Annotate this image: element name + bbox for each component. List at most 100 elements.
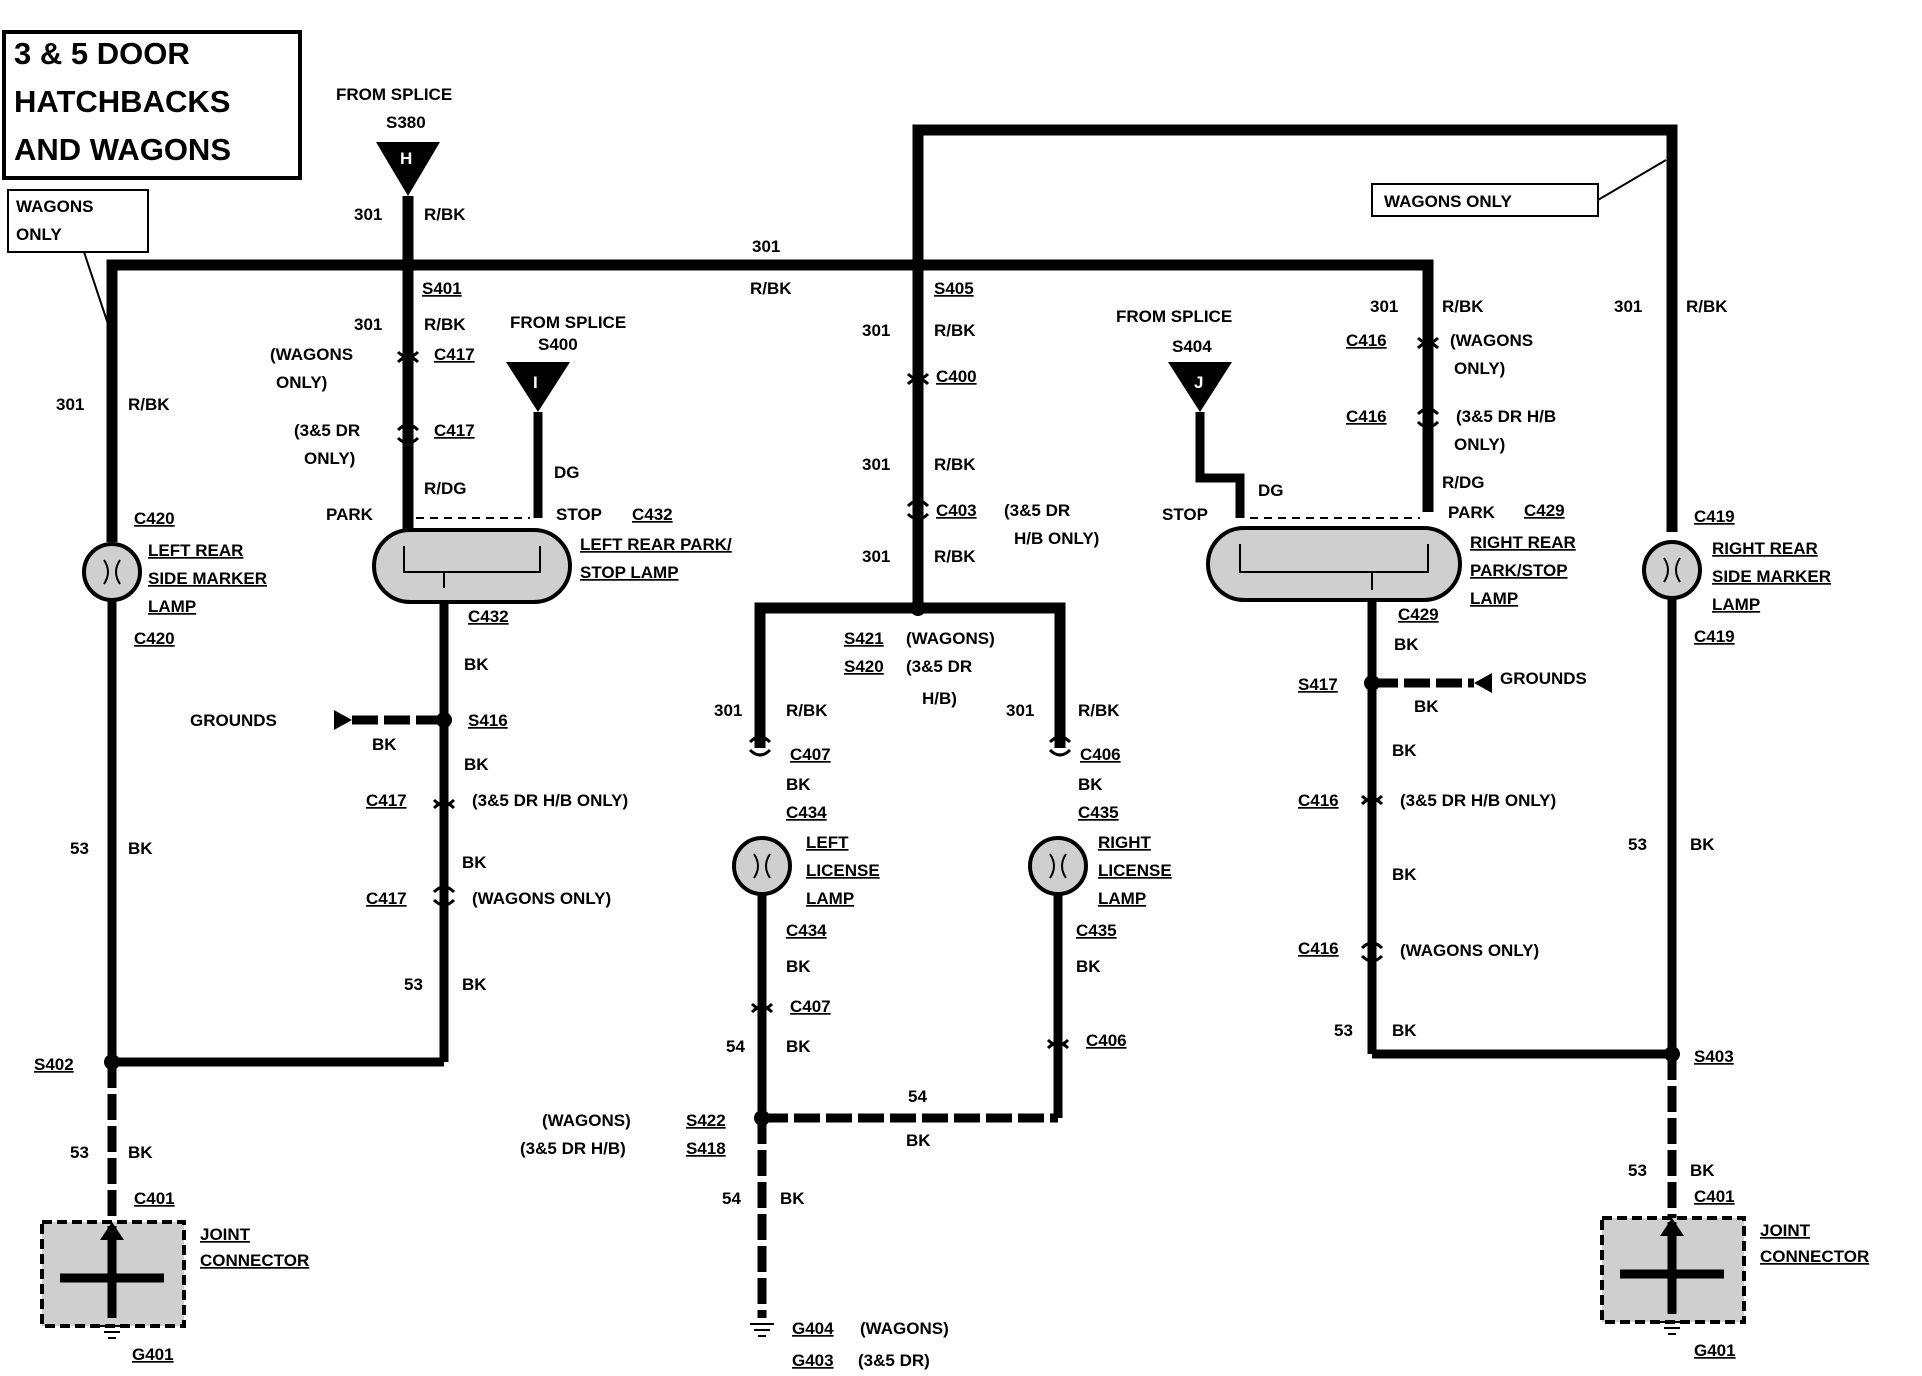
title-line-1: 3 & 5 DOOR <box>14 36 190 71</box>
right-side-marker-lamp: RIGHT REAR SIDE MARKER LAMP <box>1642 539 1831 614</box>
ground-label: G401 <box>132 1345 174 1364</box>
splice-label: S416 <box>468 711 508 730</box>
splice-letter: H <box>400 149 412 168</box>
color-label: R/BK <box>934 455 976 474</box>
joint-connector-label: CONNECTOR <box>200 1251 309 1270</box>
splice-dot-s416 <box>436 712 452 728</box>
splice-label: S422 <box>686 1111 726 1130</box>
circuit-label: 53 <box>1334 1021 1353 1040</box>
color-label: R/BK <box>424 205 466 224</box>
lamp-label: RIGHT <box>1098 833 1152 852</box>
title-line-3: AND WAGONS <box>14 132 231 167</box>
connector-label: C434 <box>786 803 827 822</box>
connector-label: C435 <box>1076 921 1117 940</box>
splice-dot-s417 <box>1364 675 1380 691</box>
pin-label: STOP <box>1162 505 1208 524</box>
connector-label: C435 <box>1078 803 1119 822</box>
pin-label: STOP <box>556 505 602 524</box>
splice-s400: FROM SPLICE S400 I <box>506 313 626 518</box>
splice-letter: J <box>1194 373 1203 392</box>
connector-label: C419 <box>1694 627 1735 646</box>
connector-label: C432 <box>468 607 509 626</box>
harness-301 <box>106 124 1678 748</box>
connector-label: C401 <box>134 1189 175 1208</box>
connector-label: C416 <box>1298 791 1339 810</box>
circuit-label: 301 <box>752 237 780 256</box>
lamp-label: LAMP <box>1712 595 1760 614</box>
note-wagons-only-left: WAGONS ONLY <box>7 189 149 331</box>
splice-id: S380 <box>386 113 426 132</box>
circuit-label: 53 <box>70 1143 89 1162</box>
circuit-label: 54 <box>726 1037 745 1056</box>
connector-label: C400 <box>936 367 977 386</box>
circuit-label: 301 <box>354 205 382 224</box>
qualifier-label: (WAGONS ONLY) <box>472 889 611 908</box>
qualifier-label: (3&5 DR) <box>858 1351 930 1370</box>
connector-label: C416 <box>1298 939 1339 958</box>
lamp-label: RIGHT REAR <box>1712 539 1818 558</box>
connector-label: C432 <box>632 505 673 524</box>
lamp-label: LAMP <box>806 889 854 908</box>
circuit-label: 301 <box>862 321 890 340</box>
color-label: BK <box>786 775 811 794</box>
connector-label: C417 <box>434 345 475 364</box>
color-label: BK <box>464 755 489 774</box>
joint-connector-label: CONNECTOR <box>1760 1247 1869 1266</box>
connector-label: C420 <box>134 629 175 648</box>
splice-dot-s421 <box>910 600 926 616</box>
circuit-label: 301 <box>1370 297 1398 316</box>
splice-label: S421 <box>844 629 884 648</box>
splice-label: S420 <box>844 657 884 676</box>
qualifier-label: ONLY) <box>1454 435 1505 454</box>
circuit-label: 301 <box>862 547 890 566</box>
color-label: R/BK <box>786 701 828 720</box>
qualifier-label: (3&5 DR H/B <box>1456 407 1556 426</box>
splice-from-label: FROM SPLICE <box>510 313 626 332</box>
color-label: BK <box>906 1131 931 1150</box>
ground-label: G403 <box>792 1351 834 1370</box>
connector-label: C416 <box>1346 331 1387 350</box>
joint-connector-left: JOINT CONNECTOR <box>40 1220 309 1339</box>
ground-label: G401 <box>1694 1341 1736 1360</box>
connector-label: C429 <box>1524 501 1565 520</box>
color-label: R/BK <box>128 395 170 414</box>
qualifier-label: (WAGONS) <box>906 629 995 648</box>
qualifier-label: (3&5 DR <box>906 657 972 676</box>
lamp-label: LICENSE <box>806 861 880 880</box>
circuit-label: 53 <box>70 839 89 858</box>
color-label: BK <box>780 1189 805 1208</box>
lamp-label: LEFT <box>806 833 849 852</box>
circuit-label: 301 <box>1614 297 1642 316</box>
note-text: WAGONS ONLY <box>1384 192 1512 211</box>
circuit-label: 301 <box>862 455 890 474</box>
qualifier-label: (WAGONS ONLY) <box>1400 941 1539 960</box>
color-label: DG <box>554 463 580 482</box>
color-label: R/DG <box>424 479 467 498</box>
lamp-label: LAMP <box>1098 889 1146 908</box>
lamp-label: SIDE MARKER <box>148 569 267 588</box>
color-label: BK <box>1392 741 1417 760</box>
splice-label: S402 <box>34 1055 74 1074</box>
lamp-label: PARK/STOP <box>1470 561 1568 580</box>
connector-label: C434 <box>786 921 827 940</box>
splice-label: S401 <box>422 279 462 298</box>
color-label: BK <box>1690 835 1715 854</box>
note-text: WAGONS <box>16 197 93 216</box>
qualifier-label: (3&5 DR H/B ONLY) <box>472 791 628 810</box>
qualifier-label: (WAGONS <box>1450 331 1533 350</box>
pin-label: PARK <box>1448 503 1496 522</box>
title-line-2: HATCHBACKS <box>14 84 230 119</box>
qualifier-label: ONLY) <box>304 449 355 468</box>
lamp-label: LICENSE <box>1098 861 1172 880</box>
color-label: R/BK <box>1078 701 1120 720</box>
splice-label: S418 <box>686 1139 726 1158</box>
lamp-label: SIDE MARKER <box>1712 567 1831 586</box>
connector-label: C419 <box>1694 507 1735 526</box>
circuit-label: 54 <box>722 1189 741 1208</box>
qualifier-label: (WAGONS) <box>860 1319 949 1338</box>
splice-dot-s401 <box>400 257 416 273</box>
connector-label: C417 <box>366 791 407 810</box>
splice-id: S404 <box>1172 337 1212 356</box>
splice-label: S417 <box>1298 675 1338 694</box>
lamp-label: LEFT REAR PARK/ <box>580 535 732 554</box>
